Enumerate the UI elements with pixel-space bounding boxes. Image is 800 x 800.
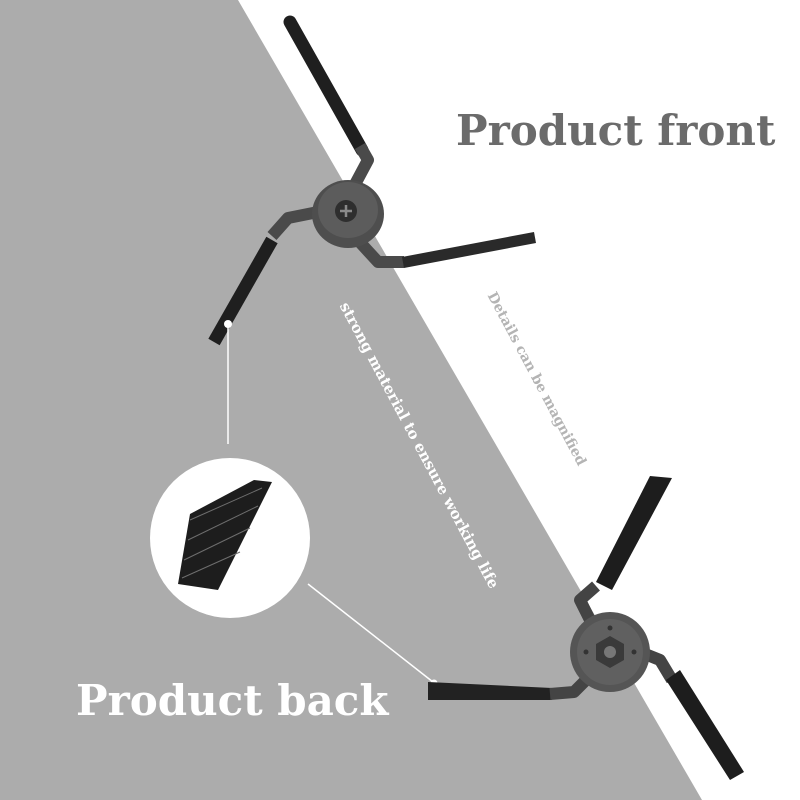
front-bristle-left [208, 236, 278, 346]
product-front-label: Product front [456, 106, 776, 155]
front-bristle-right [402, 232, 536, 268]
side-brush-front [208, 15, 536, 346]
back-hub-center [604, 646, 616, 658]
back-bristle-right [666, 670, 744, 780]
bristle-closeup [150, 458, 310, 618]
front-screw-slot [340, 205, 352, 217]
front-bristle-up [283, 15, 369, 157]
side-brush-back [428, 476, 744, 780]
background-gray-panel [0, 0, 702, 800]
back-arm-up [574, 581, 600, 623]
front-arm-left [267, 206, 320, 240]
front-arm-right [351, 233, 404, 268]
pointer-dot-front [224, 320, 232, 328]
back-bristle-up [596, 476, 672, 590]
pointer-line-back [307, 583, 434, 683]
back-bristle-left [428, 682, 552, 700]
closeup-bristles [178, 480, 272, 590]
front-arm-up [346, 143, 374, 193]
product-back-label: Product back [76, 676, 389, 725]
